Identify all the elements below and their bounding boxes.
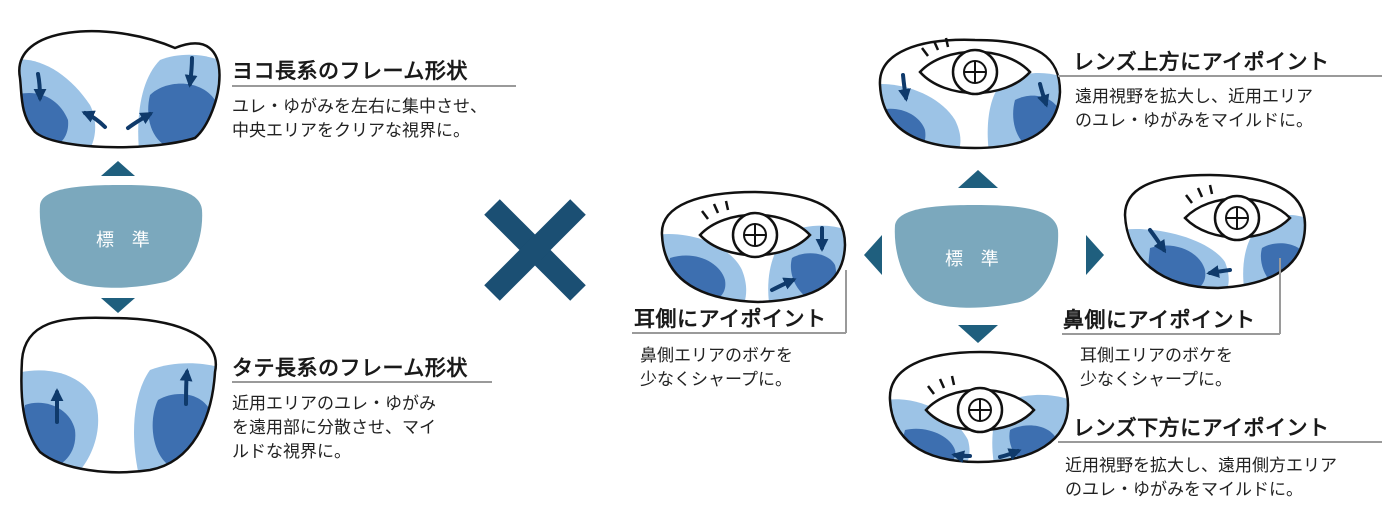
- desc-line: 鼻側エリアのボケを: [640, 346, 793, 366]
- standard-label-right: 標 準: [945, 249, 1005, 270]
- multiply-cross: [484, 199, 586, 301]
- triangle-down-right: [958, 325, 998, 343]
- lens-outline: [1123, 173, 1307, 290]
- distortion-arrows: [1148, 228, 1232, 278]
- desc-vertical-frame: 近用エリアのユレ・ゆがみ を遠用部に分散させ、マイ ルドな視界に。: [232, 392, 436, 464]
- eye-icon: [1183, 184, 1292, 242]
- desc-line: 遠用視野を拡大し、近用エリア: [1075, 87, 1313, 107]
- triangle-right-right: [1086, 235, 1104, 275]
- distortion-arrows: [50, 368, 193, 424]
- title-eyepoint-up: レンズ上方にアイポイント: [1073, 50, 1330, 74]
- eye-icon: [698, 200, 812, 259]
- desc-horizontal-frame: ユレ・ゆがみを左右に集中させ、 中央エリアをクリアな視界に。: [232, 95, 487, 143]
- desc-line: のユレ・ゆがみをマイルドに。: [1075, 111, 1313, 131]
- triangle-up-right: [958, 170, 998, 188]
- desc-line: 少なくシャープに。: [640, 370, 792, 390]
- triangle-up-left: [101, 161, 135, 176]
- lens-outline: [18, 29, 221, 149]
- title-eyepoint-nose: 鼻側にアイポイント: [1063, 308, 1256, 332]
- title-horizontal-frame: ヨコ長系のフレーム形状: [232, 59, 468, 83]
- triangle-left-right: [864, 235, 882, 275]
- title-vertical-frame: タテ長系のフレーム形状: [232, 356, 468, 380]
- standard-lens-right: [894, 205, 1059, 308]
- desc-line: ユレ・ゆがみを左右に集中させ、: [232, 97, 487, 117]
- lens-vertical-frame: [21, 317, 216, 473]
- desc-line: 近用エリアのユレ・ゆがみ: [232, 394, 436, 414]
- eye-icon: [918, 37, 1032, 96]
- eye-icon: [924, 375, 1036, 434]
- triangle-down-left: [101, 298, 135, 313]
- distortion-arrows: [770, 226, 829, 292]
- title-eyepoint-down: レンズ下方にアイポイント: [1073, 416, 1330, 440]
- lens-outline: [660, 190, 847, 304]
- standard-label-left: 標 準: [96, 230, 156, 251]
- desc-line: ルドな視界に。: [232, 442, 351, 462]
- desc-eyepoint-nose: 耳側エリアのボケを 少なくシャープに。: [1080, 344, 1233, 392]
- distortion-arrows: [33, 56, 198, 130]
- desc-line: 少なくシャープに。: [1080, 370, 1232, 390]
- lens-outline: [878, 38, 1062, 150]
- desc-line: を遠用部に分散させ、マイ: [232, 418, 436, 438]
- desc-line: 近用視野を拡大し、遠用側方エリア: [1065, 456, 1337, 476]
- desc-eyepoint-down: 近用視野を拡大し、遠用側方エリア のユレ・ゆがみをマイルドに。: [1065, 454, 1337, 502]
- standard-lens-left: [39, 185, 203, 288]
- desc-line: 中央エリアをクリアな視界に。: [232, 121, 470, 141]
- desc-line: 耳側エリアのボケを: [1080, 346, 1233, 366]
- desc-eyepoint-up: 遠用視野を拡大し、近用エリア のユレ・ゆがみをマイルドに。: [1075, 85, 1313, 133]
- lens-outline: [888, 350, 1070, 464]
- distortion-arrows: [951, 448, 1022, 464]
- title-eyepoint-ear: 耳側にアイポイント: [634, 307, 827, 331]
- distortion-arrows: [898, 73, 1050, 108]
- lens-outline: [20, 316, 218, 474]
- desc-eyepoint-ear: 鼻側エリアのボケを 少なくシャープに。: [640, 344, 793, 392]
- desc-line: のユレ・ゆがみをマイルドに。: [1065, 480, 1303, 500]
